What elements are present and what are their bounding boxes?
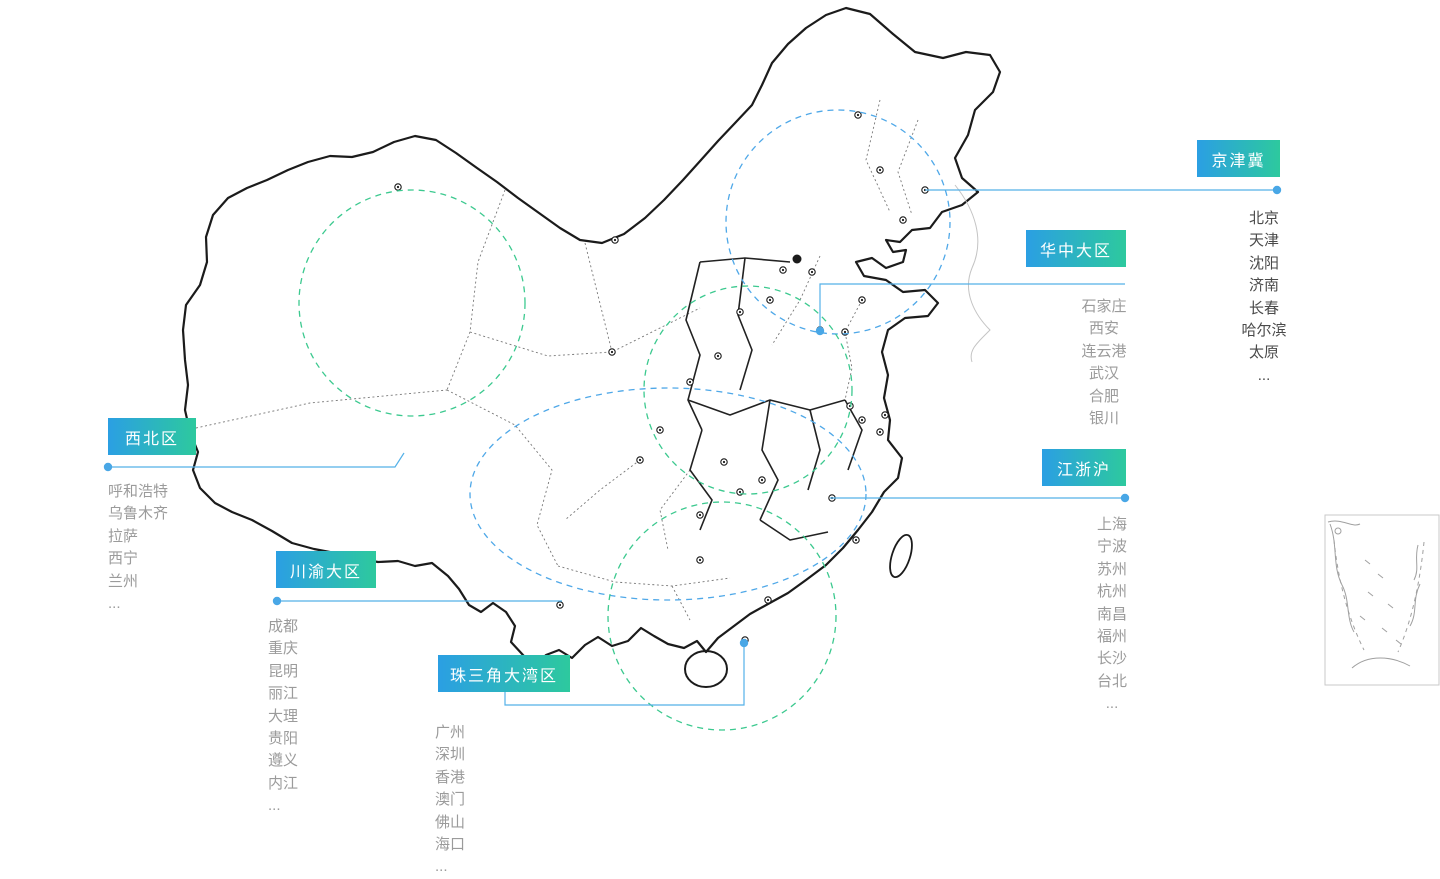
city-item: 澳门 (435, 791, 466, 809)
connector-xibei (108, 452, 405, 468)
city-item: ... (1257, 366, 1271, 384)
city-item: 合肥 (1088, 387, 1119, 405)
city-item: ... (108, 595, 121, 613)
city-item: 拉萨 (108, 527, 139, 545)
city-item: 西宁 (108, 550, 139, 568)
region-label-xibei: 西北区 (108, 418, 196, 455)
city-list-jingjinji: 北京天津沈阳济南长春哈尔滨太原... (1204, 208, 1324, 387)
city-item: 银川 (1088, 410, 1119, 428)
city-item: 天津 (1248, 232, 1279, 250)
region-circle-jingjinji (725, 109, 951, 335)
city-item: 北京 (1248, 210, 1279, 227)
city-item: 沈阳 (1248, 254, 1279, 272)
city-item: 石家庄 (1081, 298, 1127, 315)
connector-huazhong (819, 283, 1125, 331)
city-item: 深圳 (435, 746, 466, 764)
city-item: ... (268, 797, 281, 815)
city-item: 上海 (1096, 516, 1127, 533)
province-borders-dotted (195, 99, 919, 621)
city-markers (394, 111, 929, 644)
city-item: 苏州 (1096, 560, 1127, 578)
region-circle-xibei (298, 189, 526, 417)
city-item: 台北 (1096, 672, 1127, 690)
city-item: 广州 (435, 724, 466, 741)
city-item: 武汉 (1088, 365, 1119, 383)
city-item: 南昌 (1096, 605, 1127, 623)
city-list-jiangzhehu: 上海宁波苏州杭州南昌福州长沙台北... (1052, 514, 1172, 716)
city-item: 连云港 (1081, 342, 1127, 360)
city-list-chuanyu: 成都重庆昆明丽江大理贵阳遵义内江... (268, 616, 298, 818)
city-item: 宁波 (1096, 538, 1127, 556)
region-label-zhusanjiao: 珠三角大湾区 (438, 655, 570, 692)
city-item: 福州 (1096, 628, 1127, 646)
city-item: 遵义 (268, 752, 299, 770)
region-label-huazhong: 华中大区 (1026, 230, 1126, 267)
city-item: 长春 (1248, 299, 1279, 317)
city-item: 丽江 (268, 685, 299, 703)
region-circle-huazhong (643, 285, 853, 495)
city-item: 佛山 (435, 813, 466, 831)
city-item: 太原 (1248, 344, 1279, 362)
region-circle-jiangzhehu-chuanyu (469, 387, 867, 601)
city-item: 哈尔滨 (1241, 322, 1287, 340)
city-item: 成都 (268, 618, 299, 635)
city-item: 昆明 (268, 662, 299, 680)
city-item: 长沙 (1096, 650, 1127, 668)
city-list-huazhong: 石家庄西安连云港武汉合肥银川 (1044, 296, 1164, 430)
south-china-sea-inset (1324, 514, 1440, 686)
hainan-island (684, 650, 728, 688)
city-item: 兰州 (108, 572, 139, 590)
city-item: 海口 (435, 836, 466, 854)
region-label-chuanyu: 川渝大区 (276, 551, 376, 588)
city-item: 呼和浩特 (108, 483, 169, 500)
city-item: ... (1105, 695, 1119, 713)
beijing-cluster-dot (792, 254, 802, 264)
connector-dots (103, 185, 1282, 648)
city-item: 贵阳 (268, 730, 299, 748)
city-item: 香港 (435, 768, 466, 786)
city-item: 乌鲁木齐 (108, 505, 169, 523)
connector-zhusanjiao (504, 643, 745, 706)
city-item: 大理 (268, 707, 299, 725)
city-item: 济南 (1248, 277, 1279, 295)
city-list-xibei: 呼和浩特乌鲁木齐拉萨西宁兰州... (108, 481, 168, 615)
region-label-jingjinji: 京津冀 (1197, 140, 1280, 177)
city-list-zhusanjiao: 广州深圳香港澳门佛山海口... (435, 722, 465, 879)
city-item: 重庆 (268, 640, 299, 658)
taiwan-island (889, 533, 913, 579)
city-item: 内江 (268, 774, 299, 792)
region-circle-zhusanjiao (607, 501, 837, 731)
korea-coastline (954, 184, 991, 363)
city-item: 西安 (1088, 320, 1119, 338)
province-borders-solid (685, 257, 863, 541)
region-label-jiangzhehu: 江浙沪 (1042, 449, 1126, 486)
city-item: 杭州 (1096, 583, 1127, 601)
